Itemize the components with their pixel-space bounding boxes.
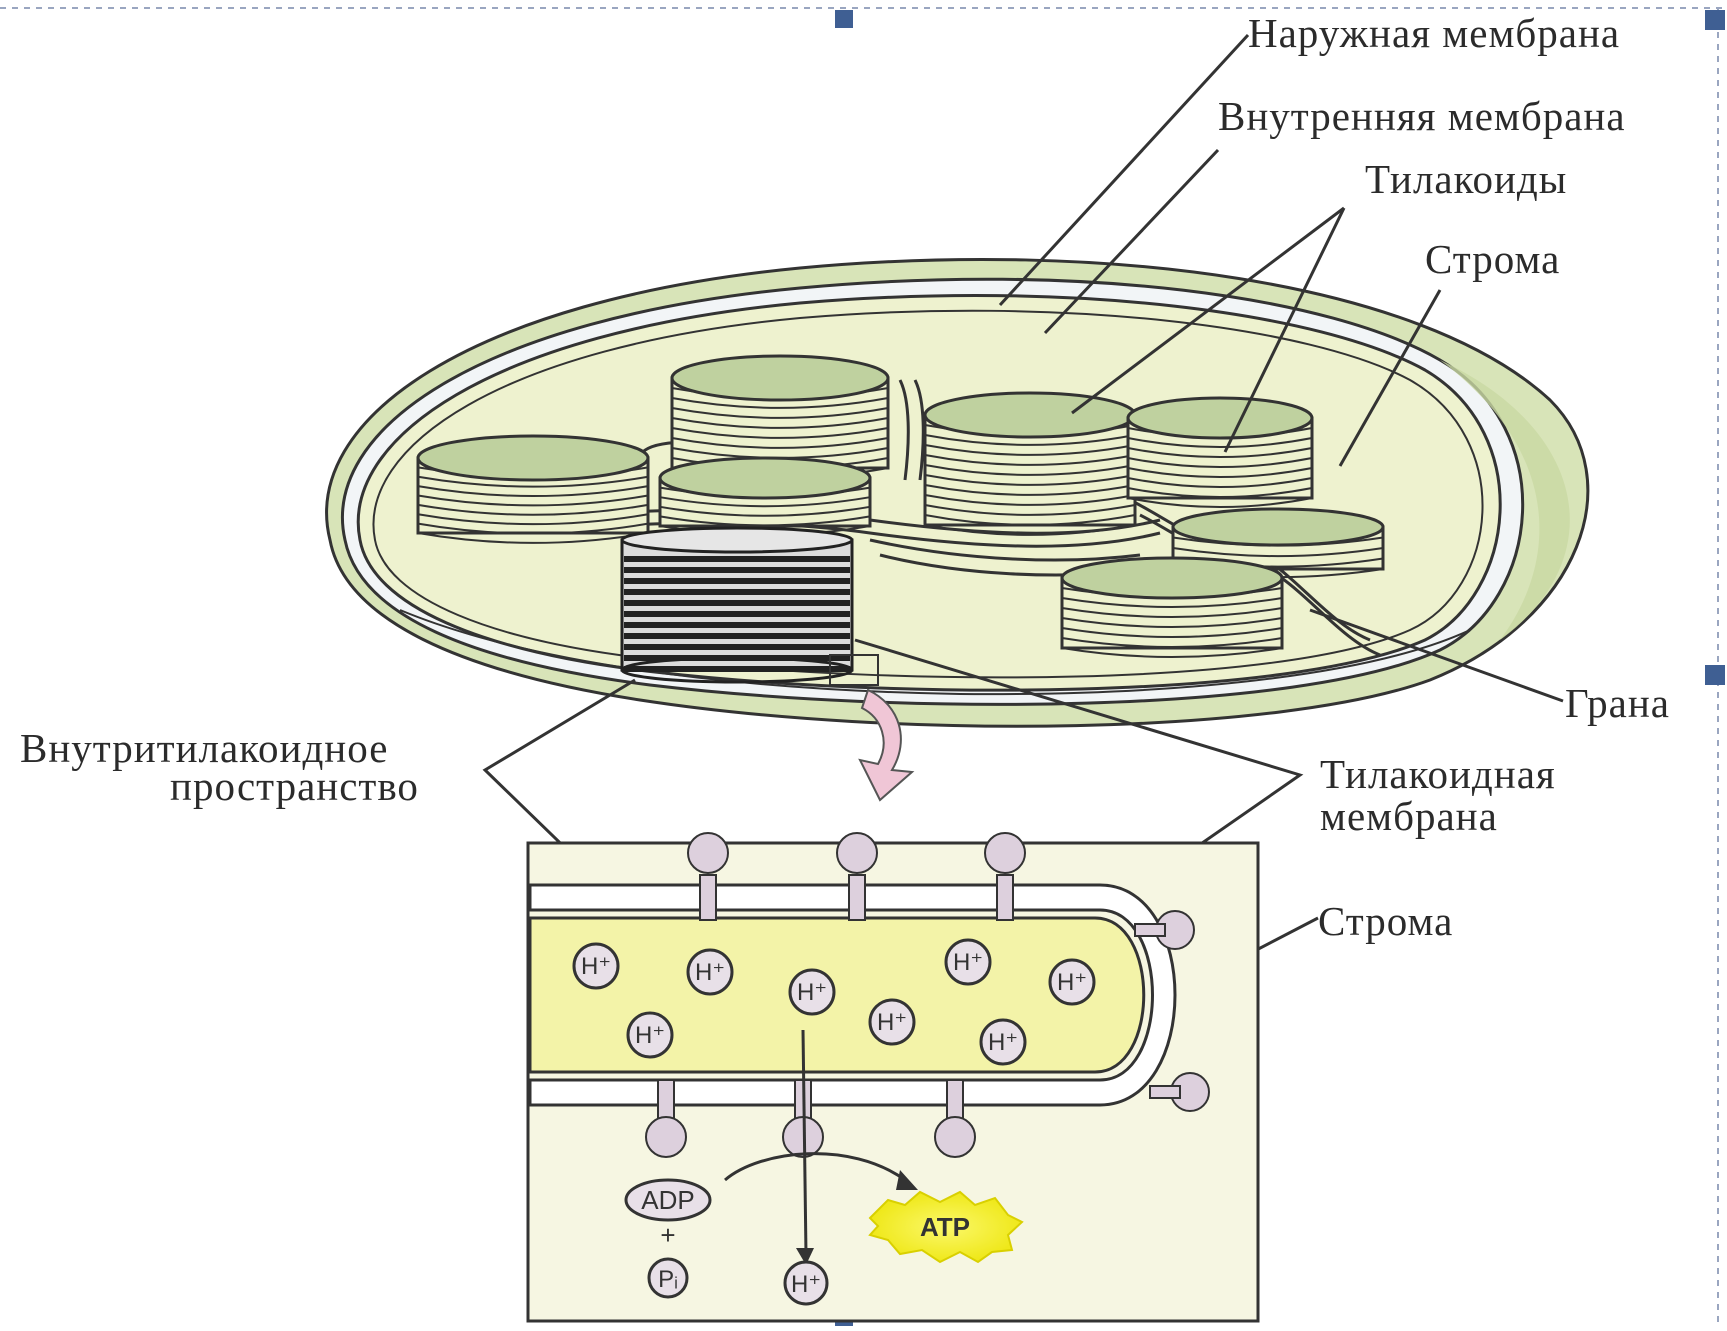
pi-label: Pᵢ: [658, 1266, 678, 1293]
svg-text:H⁺: H⁺: [695, 959, 725, 986]
svg-text:H⁺: H⁺: [1057, 969, 1087, 996]
proton-ion: H⁺: [628, 1013, 672, 1057]
thylakoid-inset: H⁺ H⁺ H⁺ H⁺ H⁺ H⁺ H⁺ H⁺ ADP + Pᵢ ATP H⁺: [528, 833, 1258, 1321]
proton-ion: H⁺: [1050, 960, 1094, 1004]
svg-text:H⁺: H⁺: [635, 1022, 665, 1049]
released-proton: H⁺: [785, 1262, 827, 1304]
chloroplast: [327, 259, 1588, 800]
plus-sign: +: [660, 1220, 675, 1250]
resize-handle-right[interactable]: [1705, 665, 1725, 685]
granum-stack: [660, 458, 870, 535]
granum-stack: [418, 436, 648, 543]
highlighted-granum: [622, 528, 878, 685]
granum-stack: [1062, 558, 1282, 657]
proton-ion: H⁺: [946, 940, 990, 984]
proton-ion: H⁺: [574, 944, 618, 988]
svg-text:H⁺: H⁺: [581, 953, 611, 980]
svg-text:H⁺: H⁺: [988, 1029, 1018, 1056]
svg-text:H⁺: H⁺: [791, 1271, 821, 1298]
svg-text:H⁺: H⁺: [877, 1009, 907, 1036]
label-intrathylakoid-2: пространство: [170, 763, 419, 809]
label-thylakoids: Тилакоиды: [1365, 156, 1567, 202]
label-thylakoid-membrane-2: мембрана: [1320, 793, 1498, 839]
resize-handle-top[interactable]: [835, 10, 853, 28]
label-inner-membrane: Внутренняя мембрана: [1218, 93, 1626, 139]
label-outer-membrane: Наружная мембрана: [1248, 10, 1620, 56]
adp-label: ADP: [641, 1185, 694, 1215]
resize-handle-corner[interactable]: [1705, 10, 1725, 30]
proton-ion: H⁺: [688, 950, 732, 994]
proton-ion: H⁺: [981, 1020, 1025, 1064]
granum-stack: [1128, 398, 1312, 507]
svg-text:H⁺: H⁺: [797, 979, 827, 1006]
proton-ion: H⁺: [790, 970, 834, 1014]
proton-ion: H⁺: [870, 1000, 914, 1044]
svg-text:H⁺: H⁺: [953, 949, 983, 976]
thylakoid-lumen: [530, 918, 1144, 1072]
granum-stack: [925, 393, 1135, 535]
label-grana: Грана: [1565, 680, 1670, 726]
atp-label: ATP: [920, 1212, 970, 1242]
label-thylakoid-membrane-1: Тилакоидная: [1320, 751, 1556, 797]
label-stroma-top: Строма: [1425, 236, 1560, 282]
label-stroma-bottom: Строма: [1318, 898, 1453, 944]
